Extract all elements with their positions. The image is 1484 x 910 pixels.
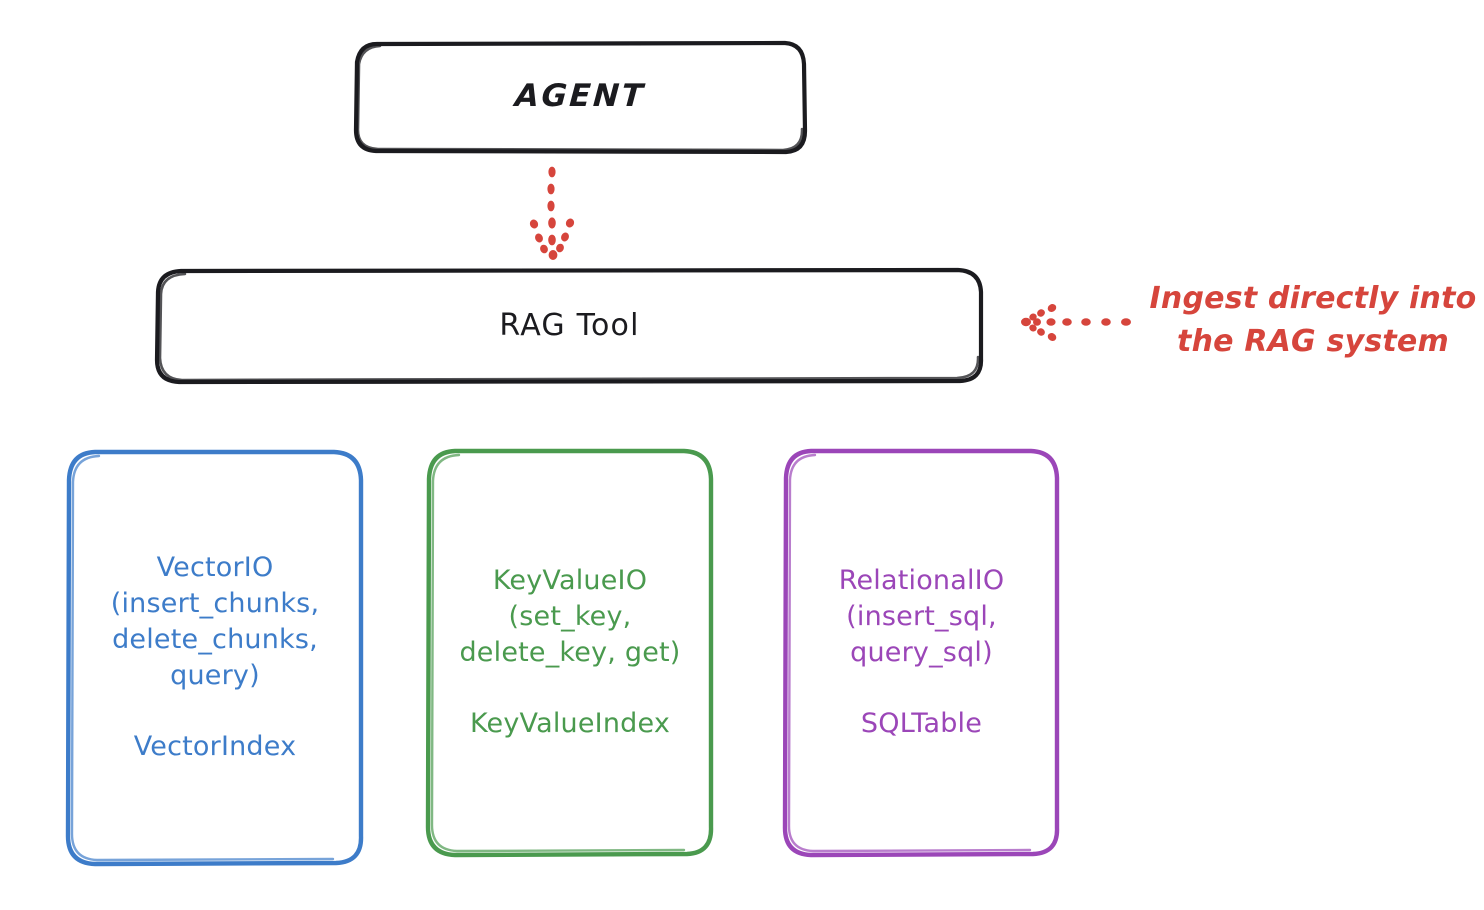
node-agent[interactable]: AGENT xyxy=(355,42,805,152)
annotation-ingest: Ingest directly into the RAG system xyxy=(1148,278,1478,363)
node-key-value-io[interactable]: KeyValueIO (set_key, delete_key, get) Ke… xyxy=(428,450,712,855)
node-rag-tool-label: RAG Tool xyxy=(499,307,640,343)
node-rag-tool[interactable]: RAG Tool xyxy=(157,270,982,382)
annotation-ingest-label: Ingest directly into the RAG system xyxy=(1149,281,1477,359)
node-vector-io[interactable]: VectorIO (insert_chunks, delete_chunks, … xyxy=(68,450,362,865)
node-vector-io-label: VectorIO (insert_chunks, delete_chunks, … xyxy=(110,551,320,763)
node-agent-label: AGENT xyxy=(513,78,647,115)
node-relational-io[interactable]: RelationalIO (insert_sql, query_sql) SQL… xyxy=(785,450,1058,855)
connector-agent-to-rag-tool xyxy=(529,166,575,260)
node-key-value-io-label: KeyValueIO (set_key, delete_key, get) Ke… xyxy=(459,564,681,740)
connector-ingest-to-rag-tool xyxy=(1021,304,1131,341)
node-relational-io-label: RelationalIO (insert_sql, query_sql) SQL… xyxy=(838,564,1005,740)
